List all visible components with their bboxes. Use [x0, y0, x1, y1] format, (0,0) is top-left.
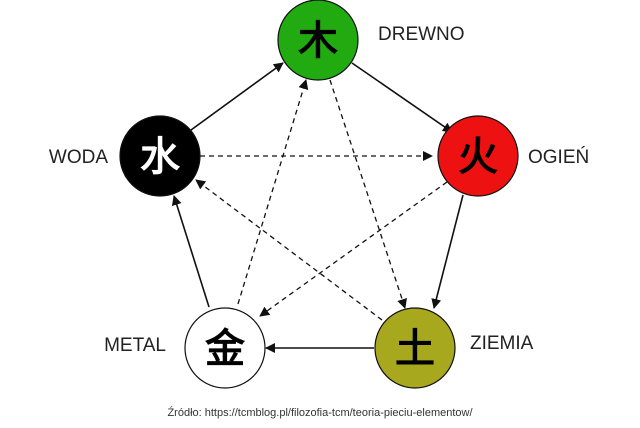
- water-circle: [119, 115, 201, 197]
- water-label: WODA: [49, 147, 108, 168]
- wood-label: DREWNO: [378, 24, 465, 45]
- water-glyph: 水: [140, 134, 181, 180]
- arrow-wood-to-earth: [329, 79, 407, 309]
- node-wood: 木 DREWNO: [277, 0, 465, 81]
- node-water: 水 WODA: [49, 115, 201, 197]
- arrow-metal-to-wood: [237, 79, 309, 305]
- node-earth: 土 ZIEMIA: [374, 307, 534, 389]
- arrow-water-to-wood: [190, 62, 284, 131]
- node-fire: 火 OGIEŃ: [437, 115, 589, 197]
- fire-glyph: 火: [458, 134, 498, 180]
- wood-glyph: 木: [298, 18, 338, 64]
- metal-glyph: 金: [204, 326, 246, 372]
- node-metal: 金 METAL: [104, 307, 266, 389]
- controlling-cycle-arrows: [195, 79, 448, 321]
- generating-cycle-arrows: [171, 62, 464, 353]
- source-caption: Źródło: https://tcmblog.pl/filozofia-tcm…: [167, 406, 473, 419]
- earth-label: ZIEMIA: [470, 333, 534, 354]
- arrow-wood-to-fire: [351, 62, 453, 133]
- arrow-fire-to-metal: [259, 181, 448, 317]
- fire-circle: [437, 115, 519, 197]
- earth-circle: [374, 307, 456, 389]
- earth-glyph: 土: [395, 326, 435, 372]
- arrow-fire-to-earth: [431, 194, 464, 309]
- metal-circle: [184, 307, 266, 389]
- metal-label: METAL: [104, 335, 166, 356]
- arrow-metal-to-water: [171, 195, 210, 308]
- arrow-earth-to-water: [195, 179, 383, 321]
- fire-label: OGIEŃ: [528, 147, 589, 168]
- wood-circle: [277, 0, 359, 81]
